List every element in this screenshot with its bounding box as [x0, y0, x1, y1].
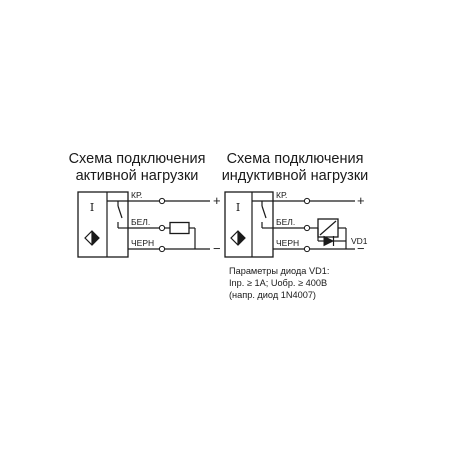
- right-internal-switch: [252, 200, 273, 229]
- right-wire-white-label: БЕЛ.: [276, 217, 295, 227]
- diode-params-values: Inp. ≥ 1A; Uобр. ≥ 400B: [229, 278, 327, 288]
- right-wire-black-label: ЧЕРН: [276, 238, 299, 248]
- left-wire-red-label: КР.: [131, 190, 142, 200]
- load-resistor: [169, 221, 190, 235]
- left-title-line1: Схема подключения: [69, 151, 206, 167]
- right-terminal-white: [303, 224, 311, 232]
- right-minus-sign: −: [357, 241, 365, 256]
- left-sensor-symbol: I: [90, 201, 94, 214]
- right-wire-red-label: КР.: [276, 190, 287, 200]
- left-plus-sign: +: [213, 193, 221, 208]
- left-wire-white-label: БЕЛ.: [131, 217, 150, 227]
- right-terminal-black: [303, 245, 311, 253]
- left-terminal-black: [158, 245, 166, 253]
- right-plus-sign: +: [357, 193, 365, 208]
- right-title-line1: Схема подключения: [227, 151, 364, 167]
- right-title-line2: индуктивной нагрузки: [222, 168, 369, 184]
- diode-params-example: (напр. диод 1N4007): [229, 290, 316, 300]
- left-minus-sign: −: [213, 241, 221, 256]
- diode-params-title: Параметры диода VD1:: [229, 266, 329, 276]
- proximity-sensor-icon: [84, 230, 100, 246]
- diode-label: VD1: [351, 236, 368, 246]
- left-terminal-white: [158, 224, 166, 232]
- inductive-load-diagram: Схема подключения индуктивной нагрузки I…: [222, 151, 369, 300]
- right-terminal-red: [303, 197, 311, 205]
- active-load-diagram: Схема подключения активной нагрузки I КР…: [69, 151, 221, 258]
- relay-coil-mark: [319, 220, 337, 236]
- right-sensor-body: [224, 191, 274, 258]
- proximity-sensor-icon: [230, 230, 246, 246]
- left-title-line2: активной нагрузки: [76, 168, 199, 184]
- right-sensor-symbol: I: [236, 201, 240, 214]
- left-sensor-body: [77, 191, 129, 258]
- left-terminal-red: [158, 197, 166, 205]
- left-wire-black-label: ЧЕРН: [131, 238, 154, 248]
- left-internal-switch: [107, 200, 128, 229]
